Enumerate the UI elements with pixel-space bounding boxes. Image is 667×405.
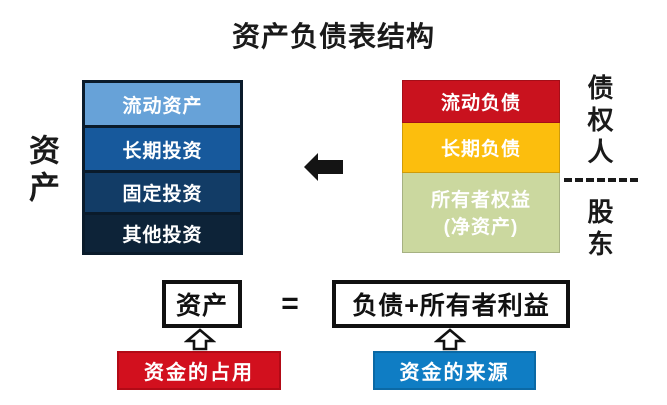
assets-segment-current: 流动资产 bbox=[85, 83, 240, 126]
left-arrow-icon bbox=[304, 153, 343, 181]
owners-equity-sublabel: (净资产) bbox=[443, 217, 519, 239]
funds-source-box: 资金的来源 bbox=[373, 351, 536, 390]
equation-assets-box: 资产 bbox=[162, 280, 242, 328]
equals-sign: = bbox=[281, 287, 299, 320]
assets-side-label: 资产 bbox=[24, 134, 59, 208]
liabilities-segment-current: 流动负债 bbox=[402, 80, 560, 124]
liabilities-stacked-column: 流动负债 长期负债 所有者权益 (净资产) bbox=[402, 80, 560, 253]
creditors-label: 债权人 bbox=[584, 74, 614, 170]
up-arrow-icon bbox=[184, 328, 216, 351]
up-arrow-icon bbox=[434, 328, 466, 351]
assets-stacked-column: 流动资产 长期投资 固定投资 其他投资 bbox=[82, 80, 243, 255]
shareholders-label: 股东 bbox=[584, 198, 614, 262]
equation-liabilities-box: 负债+所有者利益 bbox=[332, 280, 570, 328]
assets-segment-fixed-investment: 固定投资 bbox=[85, 172, 240, 213]
page-title: 资产负债表结构 bbox=[231, 21, 435, 52]
owners-equity-label: 所有者权益 bbox=[430, 190, 531, 212]
funds-usage-box: 资金的占用 bbox=[117, 351, 281, 390]
owners-equity-segment: 所有者权益 (净资产) bbox=[402, 172, 560, 253]
assets-segment-longterm-investment: 长期投资 bbox=[85, 128, 240, 170]
creditors-shareholders-divider bbox=[564, 178, 638, 182]
assets-segment-other-investment: 其他投资 bbox=[85, 215, 240, 253]
liabilities-segment-longterm: 长期负债 bbox=[402, 123, 560, 173]
